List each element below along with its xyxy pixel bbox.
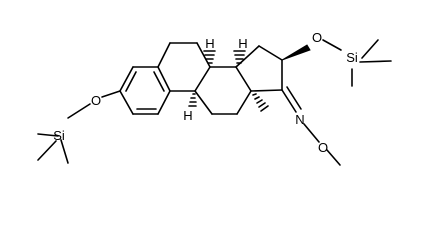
- oxygen-label-aromatic: O: [91, 93, 101, 108]
- oxygen-label-oxime: O: [318, 140, 328, 155]
- ring-b: [157, 42, 211, 92]
- silicon-label-aromatic: Si: [53, 128, 65, 143]
- hydrogen-label-c8: H: [205, 36, 214, 51]
- hydrogen-label-c9: H: [183, 108, 192, 123]
- nitrogen-label-oxime: N: [295, 112, 304, 127]
- aromatic-tms-ether: [37, 90, 121, 164]
- structure-canvas: O Si O Si N O H H H: [37, 30, 392, 166]
- oxygen-label-ring-d: O: [312, 30, 322, 45]
- silicon-label-ring-d: Si: [346, 50, 358, 65]
- hydrogen-label-c14: H: [238, 36, 247, 51]
- ring-a-aromatic: [119, 66, 171, 115]
- ring-d: [235, 45, 283, 92]
- molecule-structure: O Si O Si N O H H H: [37, 30, 392, 166]
- oxime-group: [281, 86, 341, 166]
- ring-d-tms-ether: [322, 39, 392, 87]
- stereo-bonds: [188, 44, 311, 112]
- ring-c: [194, 66, 252, 115]
